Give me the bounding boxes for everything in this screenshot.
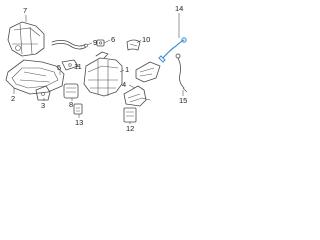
part-sensor-5 (61, 59, 79, 71)
label-15: 15 (179, 96, 187, 105)
part-bracket-11 (135, 61, 161, 83)
label-10: 10 (142, 35, 150, 44)
label-2: 2 (11, 94, 15, 103)
leader-lines (13, 13, 184, 124)
label-7: 7 (23, 6, 27, 15)
part-canister (7, 21, 45, 57)
part-bracket-10 (126, 39, 141, 51)
part-sensor-14 (158, 37, 187, 63)
label-13: 13 (75, 118, 83, 127)
label-8: 8 (69, 100, 73, 109)
label-5: 5 (57, 63, 61, 72)
part-heat-shield (5, 59, 65, 95)
part-hose (51, 40, 88, 50)
label-4: 4 (122, 80, 126, 89)
part-clip-6 (96, 39, 105, 47)
part-bracket-4 (123, 85, 147, 107)
part-sensor-15 (175, 53, 188, 93)
callout-labels: 7 9 6 10 1 11 2 5 3 8 13 4 12 14 15 (11, 4, 187, 133)
label-12: 12 (126, 124, 134, 133)
label-1: 1 (125, 65, 129, 74)
label-9: 9 (93, 38, 97, 47)
part-box-12 (123, 107, 137, 123)
part-pump (63, 83, 79, 99)
part-main-body (83, 51, 123, 97)
label-14: 14 (175, 4, 183, 13)
part-bracket-3 (35, 85, 51, 101)
parts-diagram: 7 9 6 10 1 11 2 5 3 8 13 4 12 14 15 (5, 4, 188, 133)
label-11: 11 (74, 62, 82, 71)
part-connector-13 (73, 103, 83, 115)
label-3: 3 (41, 101, 45, 110)
label-6: 6 (111, 35, 115, 44)
